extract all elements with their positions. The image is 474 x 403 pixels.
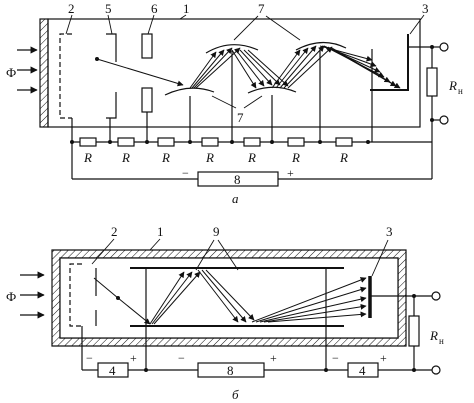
load-label-a: R — [448, 78, 457, 93]
svg-text:−: − — [178, 351, 185, 365]
load-label-b: R — [429, 328, 438, 343]
modulator-upper-a — [141, 33, 153, 59]
primary-electron-path-a — [96, 58, 184, 87]
callouts-a: 2 5 6 1 7 3 7 — [65, 1, 429, 125]
anode-a — [370, 34, 409, 91]
callout-b-1: 1 — [157, 224, 164, 239]
load-resistor-b — [408, 315, 420, 347]
svg-text:+: + — [270, 351, 277, 365]
divider-junction-dots-a — [70, 140, 370, 144]
flux-label-a: Ф — [6, 65, 16, 80]
focusing-electrode-a — [106, 33, 117, 119]
svg-text:R: R — [161, 150, 170, 165]
dynode-a-1 — [164, 87, 215, 96]
svg-text:R: R — [83, 150, 92, 165]
electron-cascade-a — [189, 45, 401, 89]
svg-text:R: R — [205, 150, 214, 165]
callout-a-1: 1 — [183, 1, 190, 16]
supply-plus-a: + — [287, 166, 294, 180]
callout-a-6: 6 — [151, 1, 158, 16]
load-resistor-a — [426, 67, 438, 97]
primary-electron-path-b — [117, 297, 151, 325]
tube-envelope-a — [47, 18, 421, 128]
callout-a-3: 3 — [422, 1, 429, 16]
divider-labels-a: R R R R R R R — [83, 150, 348, 165]
dynode-a-4 — [295, 41, 347, 51]
electrode-taps-b — [81, 268, 327, 370]
divider-resistors-a — [79, 137, 353, 147]
load-subscript-a: н — [458, 86, 463, 96]
svg-text:R: R — [121, 150, 130, 165]
dynode-a-2 — [205, 44, 259, 54]
callout-b-9: 9 — [213, 224, 220, 239]
callout-a-2: 2 — [68, 1, 75, 16]
svg-text:+: + — [130, 351, 137, 365]
supply-number-b-right: 4 — [359, 363, 366, 378]
output-terminal-top-b — [431, 291, 441, 301]
dynodes-a — [164, 41, 347, 96]
svg-text:−: − — [86, 351, 93, 365]
light-arrows-a — [17, 46, 38, 94]
photocathode-a — [59, 33, 72, 119]
output-circuit-a — [368, 42, 449, 143]
electron-cascade-b — [149, 269, 367, 325]
svg-text:R: R — [339, 150, 348, 165]
output-circuit-b — [370, 291, 441, 375]
caption-b: б — [232, 387, 239, 402]
supply-chain-b — [82, 362, 414, 378]
load-subscript-b: н — [439, 336, 444, 346]
svg-text:R: R — [247, 150, 256, 165]
supply-minus-a: − — [182, 166, 189, 180]
svg-text:R: R — [291, 150, 300, 165]
callout-b-2: 2 — [111, 224, 118, 239]
output-terminal-bottom-b — [431, 365, 441, 375]
supply-number-b-middle: 8 — [227, 363, 234, 378]
photocathode-b — [69, 263, 82, 327]
electrode-taps-a — [71, 49, 373, 142]
callout-a-7-bottom: 7 — [237, 110, 244, 125]
caption-a: а — [232, 191, 239, 206]
dynode-a-3 — [247, 86, 297, 94]
flux-label-b: Ф — [6, 289, 16, 304]
output-terminal-top-a — [439, 42, 449, 52]
diagram-a: Ф — [6, 1, 463, 206]
callout-a-7-top: 7 — [258, 1, 265, 16]
light-arrows-b — [20, 271, 45, 319]
high-voltage-supply-a — [71, 142, 433, 187]
entrance-window-a — [39, 18, 49, 128]
callouts-b: 2 1 9 3 — [91, 224, 393, 277]
supply-number-b-left: 4 — [109, 363, 116, 378]
supply-number-a: 8 — [234, 172, 241, 187]
callout-b-3: 3 — [386, 224, 393, 239]
svg-text:−: − — [332, 351, 339, 365]
modulator-lower-a — [141, 87, 153, 113]
callout-a-5: 5 — [105, 1, 112, 16]
output-terminal-bottom-a — [439, 115, 449, 125]
svg-text:+: + — [380, 351, 387, 365]
supply-polarity-b: − + − + − + — [86, 351, 387, 365]
diagram-b: Ф — [6, 224, 444, 402]
